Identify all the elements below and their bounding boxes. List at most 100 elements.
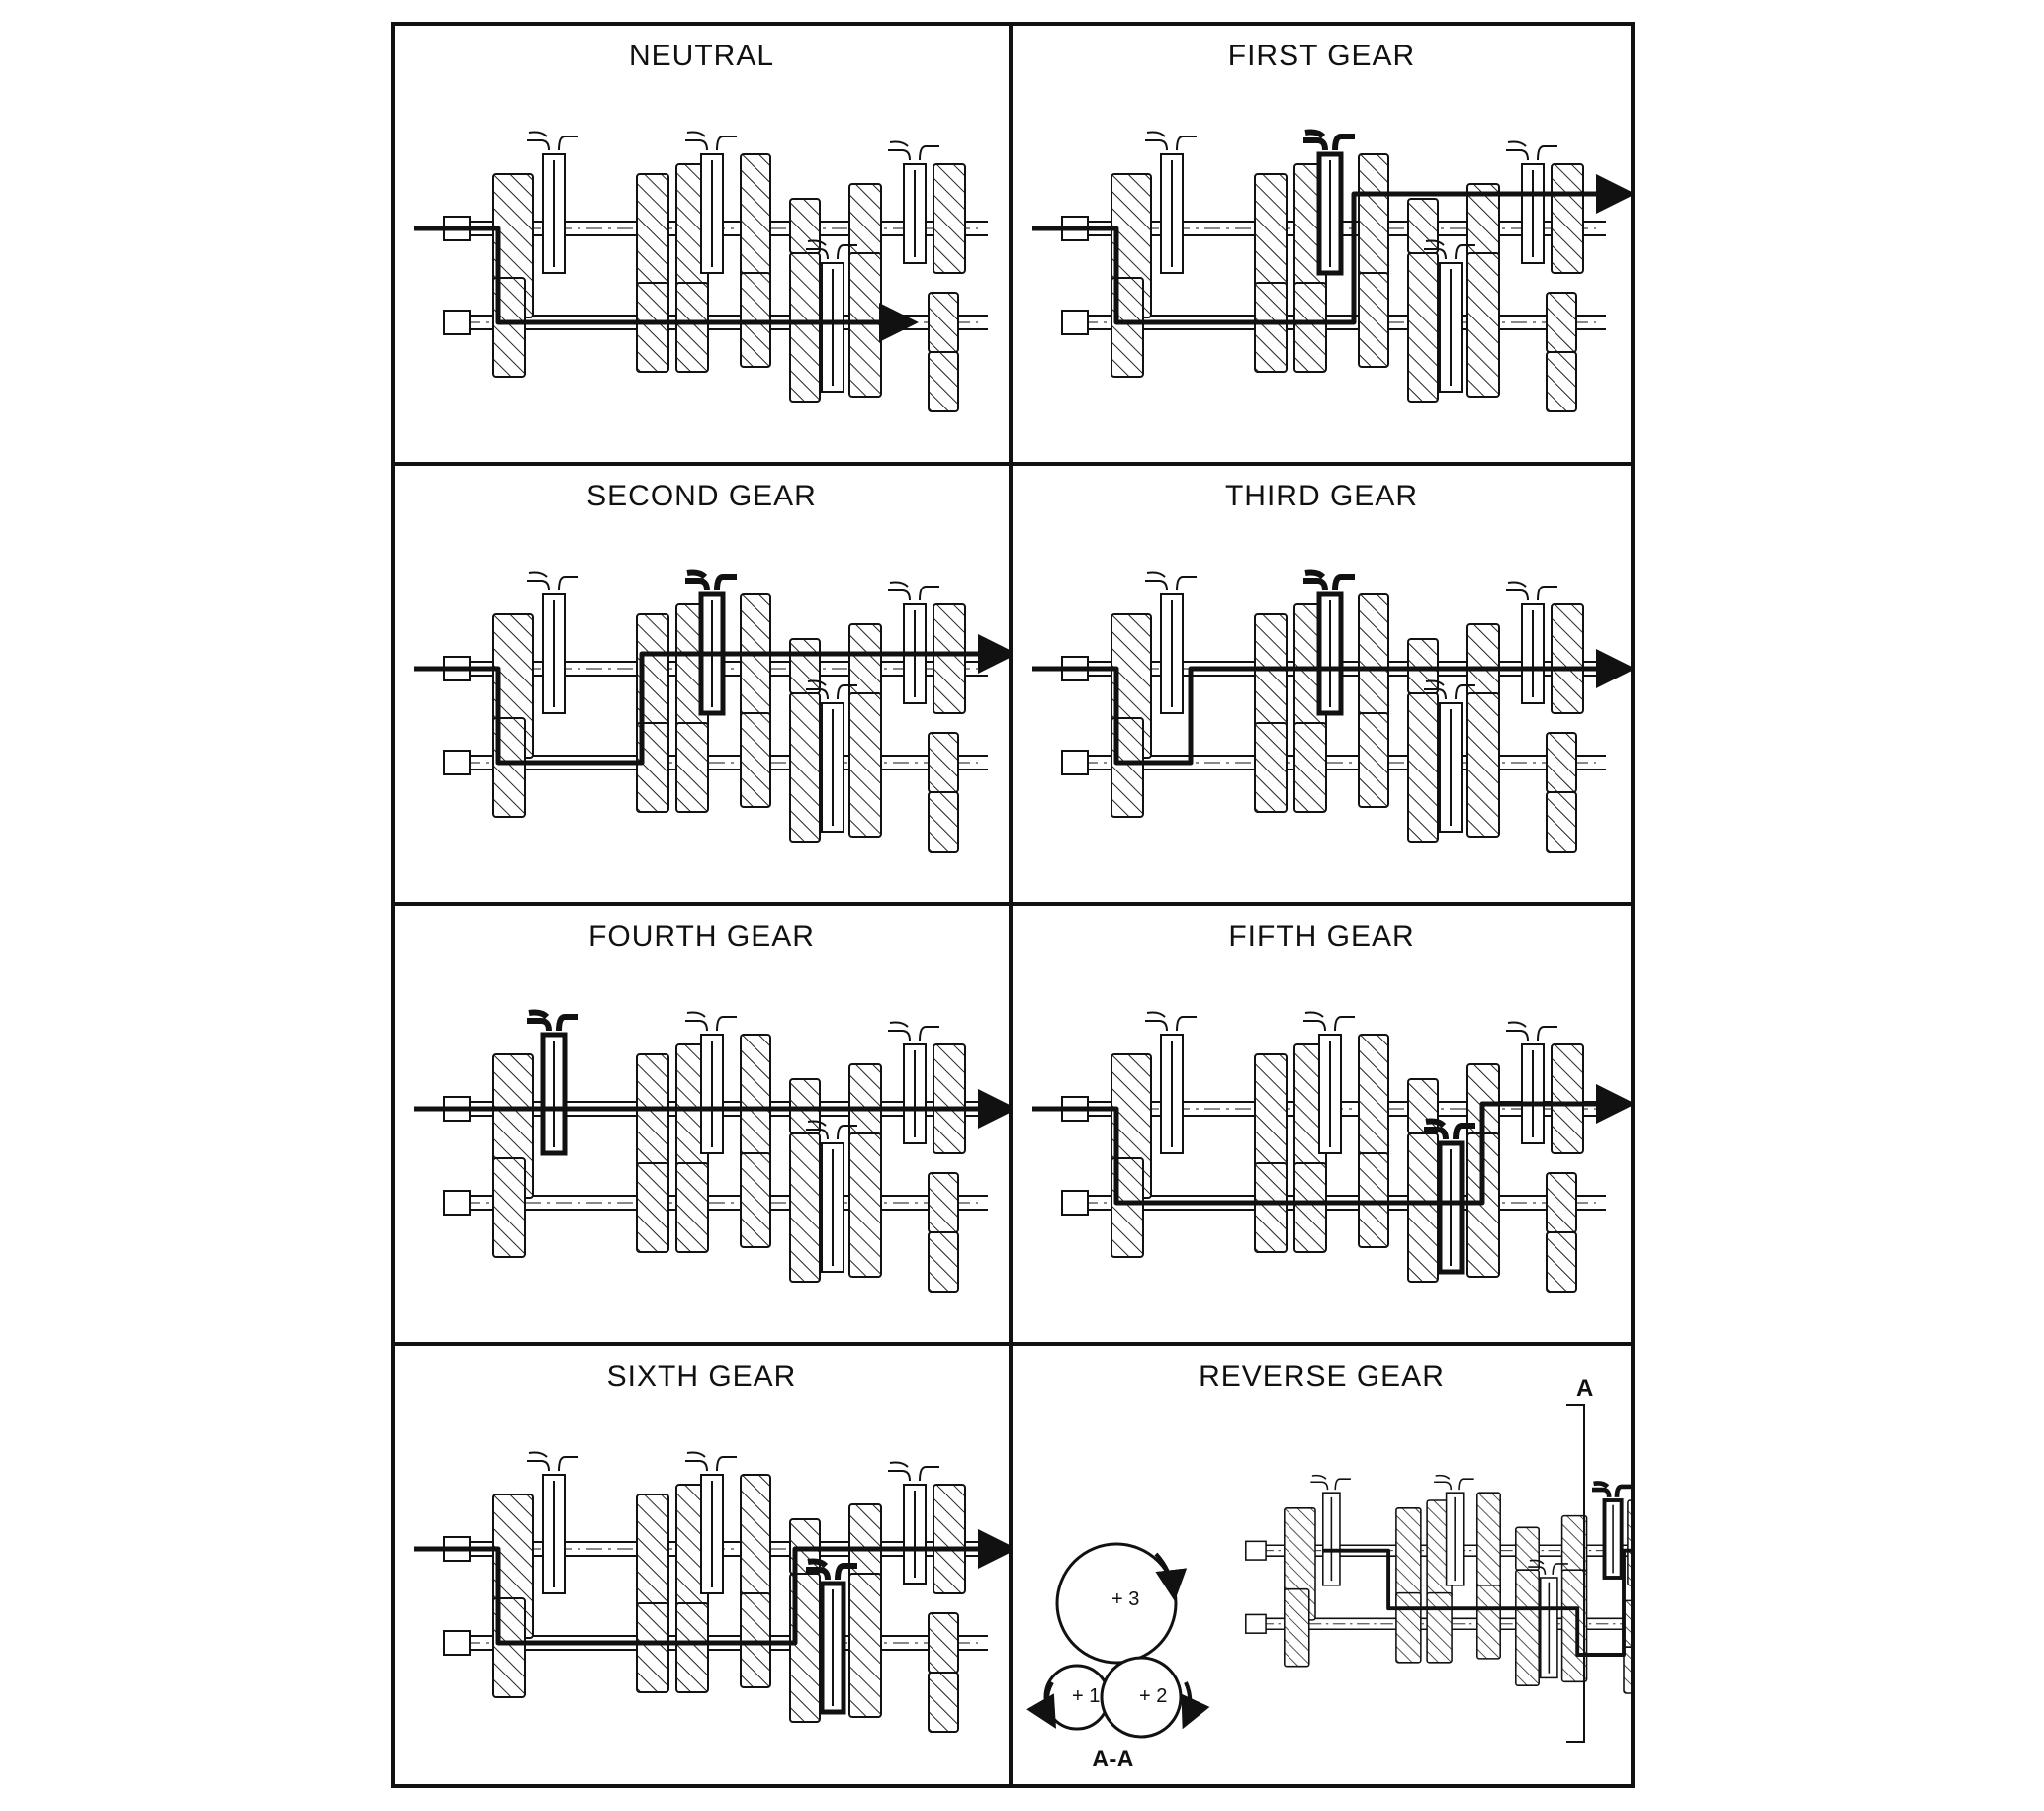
gear-lower-2	[675, 282, 709, 373]
gear-lower-5	[1466, 252, 1500, 398]
power-flow-arrow	[414, 1529, 1009, 1646]
gear-lower-7	[928, 1231, 959, 1293]
gear-lower-1	[1254, 282, 1288, 373]
gear-lower-2	[1293, 722, 1327, 813]
gear-lower-5	[848, 1132, 882, 1278]
gear-lower-2	[1293, 1162, 1327, 1253]
gear-lower-0	[1284, 1587, 1310, 1668]
synchronizer-5-6	[888, 1461, 939, 1585]
panel-title: SIXTH GEAR	[606, 1360, 797, 1393]
gear-lower-3	[1476, 1585, 1501, 1660]
counter-shaft	[1245, 1613, 1631, 1634]
gear-lower-0	[492, 1157, 526, 1258]
panel-title: REVERSE GEAR	[1199, 1360, 1445, 1393]
gear-lower-4	[1515, 1569, 1540, 1686]
power-flow-arrow	[414, 634, 1009, 766]
synchronizer-lower	[1424, 679, 1475, 833]
gear-lower-3	[1358, 712, 1389, 808]
gear-lower-3	[1358, 272, 1389, 368]
synchronizer-3-4	[1303, 129, 1355, 276]
gear-lower-2	[1293, 282, 1327, 373]
panel-fifth: FIFTH GEAR	[1013, 906, 1631, 1346]
gear-upper-7	[1560, 1514, 1588, 1575]
gear-upper-6	[1515, 1526, 1540, 1571]
gear-upper-9	[933, 603, 966, 714]
gear-upper-7	[1466, 623, 1500, 699]
gear-lower-4	[1407, 1132, 1439, 1283]
panel-title: THIRD GEAR	[1224, 480, 1418, 512]
gear-lower-5	[1466, 692, 1500, 838]
gear-lower-7	[928, 351, 959, 412]
power-flow-arrow	[1032, 174, 1631, 325]
power-flow-arrow	[1032, 1084, 1631, 1206]
synchronizer-1-2	[1145, 571, 1197, 714]
gear-lower-7	[1623, 1646, 1631, 1694]
panel-title: NEUTRAL	[628, 40, 775, 72]
gear-lower-2	[675, 722, 709, 813]
gear-lower-6	[928, 1612, 959, 1674]
synchronizer-3-4	[1434, 1474, 1474, 1586]
gear-lower-7	[1546, 351, 1577, 412]
panel-title: FIRST GEAR	[1227, 40, 1416, 72]
counter-shaft	[443, 1630, 988, 1656]
panel-second: SECOND GEAR	[395, 466, 1013, 906]
power-flow-arrow	[1322, 1548, 1631, 1657]
panel-title: FIFTH GEAR	[1228, 920, 1415, 952]
gear-upper-9	[933, 1043, 966, 1154]
counter-shaft	[443, 750, 988, 775]
gear-lower-4	[789, 1132, 821, 1283]
synchronizer-lower	[806, 1558, 857, 1715]
synchronizer-3-4	[1303, 569, 1355, 716]
section-cut-line	[1566, 1404, 1585, 1743]
synchronizer-1-2	[527, 131, 578, 274]
gear-upper-9	[1551, 1043, 1584, 1154]
gear-lower-7	[928, 791, 959, 853]
gear-upper-7	[848, 623, 882, 699]
synchronizer-3-4	[685, 1451, 737, 1594]
gear-upper-9	[1551, 603, 1584, 714]
synchronizer-5-6	[1592, 1481, 1631, 1580]
power-flow-arrow	[1032, 649, 1631, 766]
gear-lower-2	[675, 1162, 709, 1253]
synchronizer-lower	[1528, 1559, 1568, 1679]
synchronizer-5-6	[888, 1021, 939, 1144]
gear-upper-6	[789, 198, 821, 254]
gear-upper-7	[848, 183, 882, 259]
section-cut-label: A	[1576, 1375, 1593, 1402]
gear-lower-6	[1546, 1172, 1577, 1233]
gear-lower-6	[928, 292, 959, 353]
gear-upper-9	[1627, 1499, 1631, 1586]
synchronizer-lower	[806, 679, 857, 833]
gear-upper-9	[1551, 163, 1584, 274]
synchronizer-5-6	[1506, 1021, 1557, 1144]
gear-lower-0	[492, 1597, 526, 1698]
gear-upper-6	[1407, 198, 1439, 254]
synchronizer-3-4	[685, 1011, 737, 1154]
gear-lower-4	[789, 692, 821, 843]
gear-label-2: + 2	[1139, 1685, 1167, 1707]
gear-label-3: + 3	[1111, 1588, 1139, 1610]
gear-label-1: + 1	[1072, 1685, 1100, 1707]
synchronizer-3-4	[685, 131, 737, 274]
gear-lower-1	[636, 282, 669, 373]
gear-lower-1	[636, 1162, 669, 1253]
gear-lower-1	[1254, 1162, 1288, 1253]
gear-lower-6	[1546, 732, 1577, 793]
panel-third: THIRD GEAR	[1013, 466, 1631, 906]
gear-lower-7	[928, 1672, 959, 1733]
power-flow-arrow	[414, 226, 919, 342]
gear-lower-2	[1426, 1591, 1453, 1664]
gear-2-circle	[1100, 1656, 1183, 1739]
synchronizer-lower	[1424, 239, 1475, 393]
panel-sixth: SIXTH GEAR	[395, 1346, 1013, 1786]
gear-lower-7	[1546, 791, 1577, 853]
synchronizer-3-4	[1303, 1011, 1355, 1154]
gear-lower-7	[1546, 1231, 1577, 1293]
gear-lower-0	[492, 717, 526, 818]
panel-neutral: NEUTRAL	[395, 26, 1013, 466]
gear-lower-0	[1111, 277, 1144, 378]
gear-lower-6	[928, 732, 959, 793]
gear-lower-4	[789, 252, 821, 403]
